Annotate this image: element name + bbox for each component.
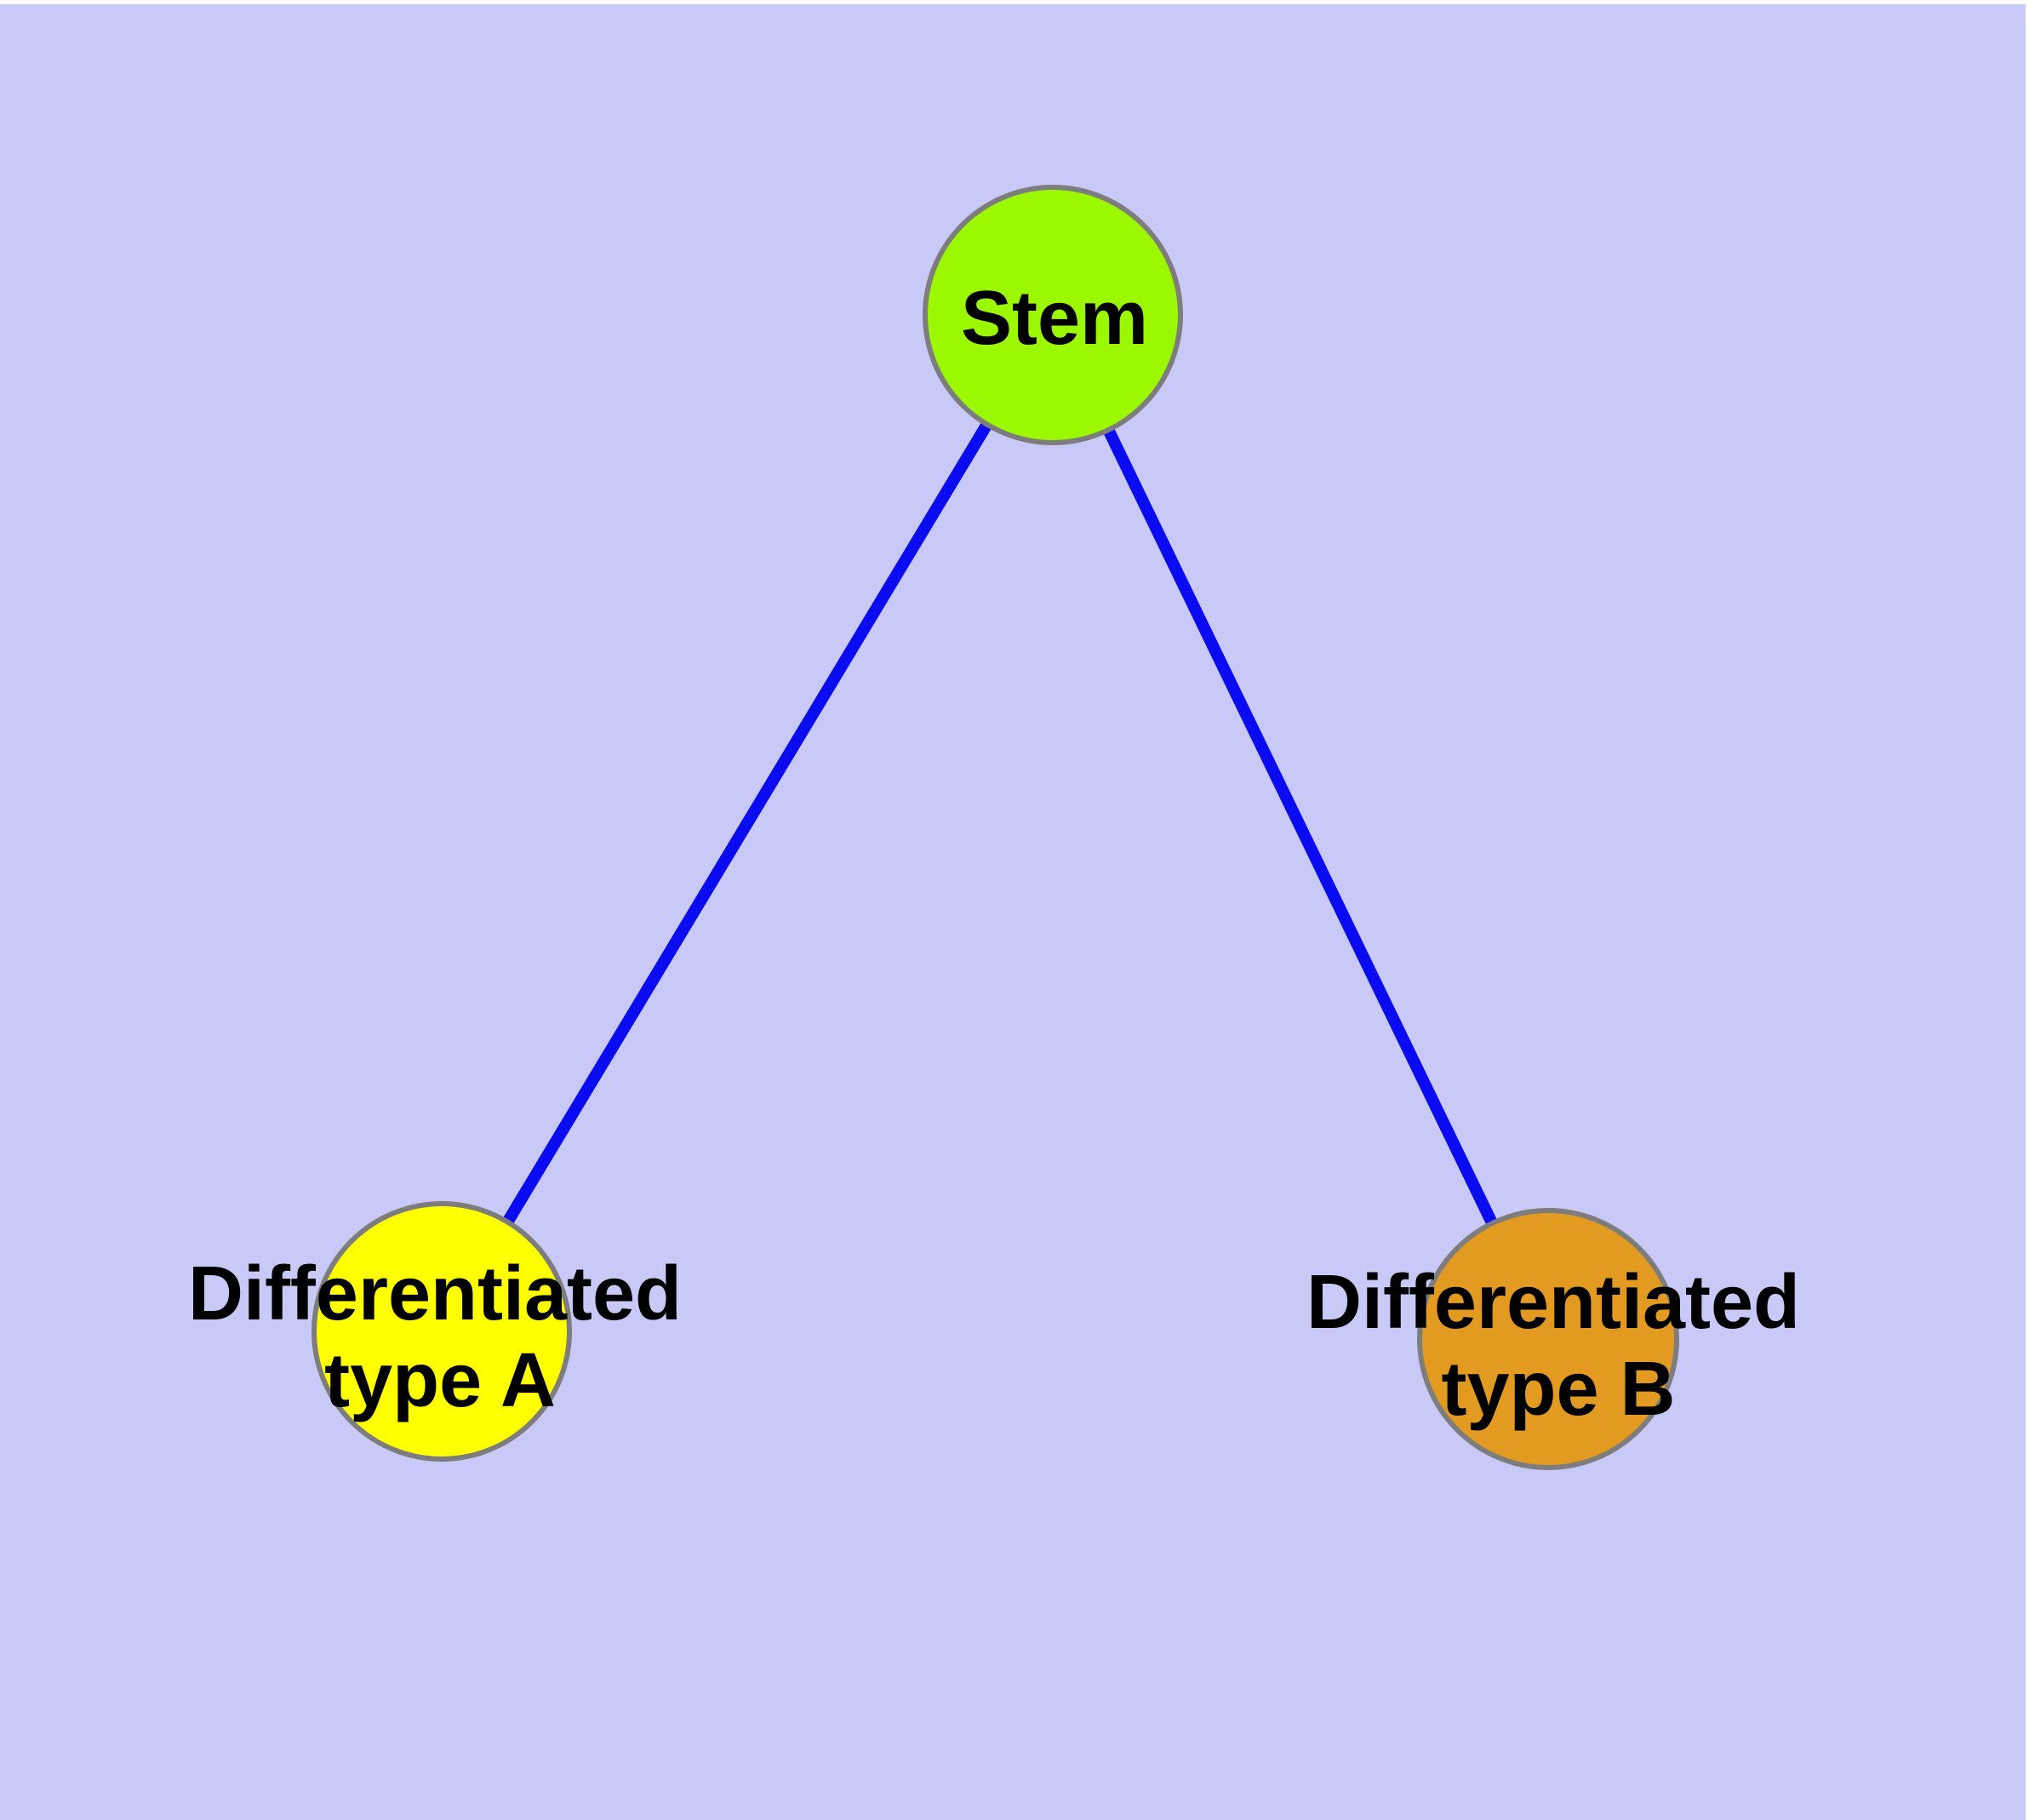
- node-type-b-label-line2: type B: [1441, 1347, 1675, 1432]
- node-stem-circle: [923, 185, 1183, 445]
- node-type-b-label-line1: Differentiated: [1306, 1260, 1800, 1345]
- node-type-a-label-line2: type A: [324, 1338, 556, 1423]
- edge-layer: [437, 312, 1554, 1342]
- edge-stem-to-type-a: [437, 312, 1058, 1335]
- node-type-a-circle: [311, 1201, 572, 1462]
- node-stem-label: Stem: [961, 276, 1148, 361]
- node-type-a-label-line1: Differentiated: [188, 1251, 682, 1336]
- node-differentiated-type-a: Differentiated type A: [188, 1201, 682, 1462]
- node-differentiated-type-b: Differentiated type B: [1306, 1208, 1800, 1470]
- node-type-b-circle: [1417, 1208, 1679, 1470]
- edge-stem-to-type-b: [1047, 312, 1554, 1342]
- node-stem: Stem: [923, 185, 1183, 445]
